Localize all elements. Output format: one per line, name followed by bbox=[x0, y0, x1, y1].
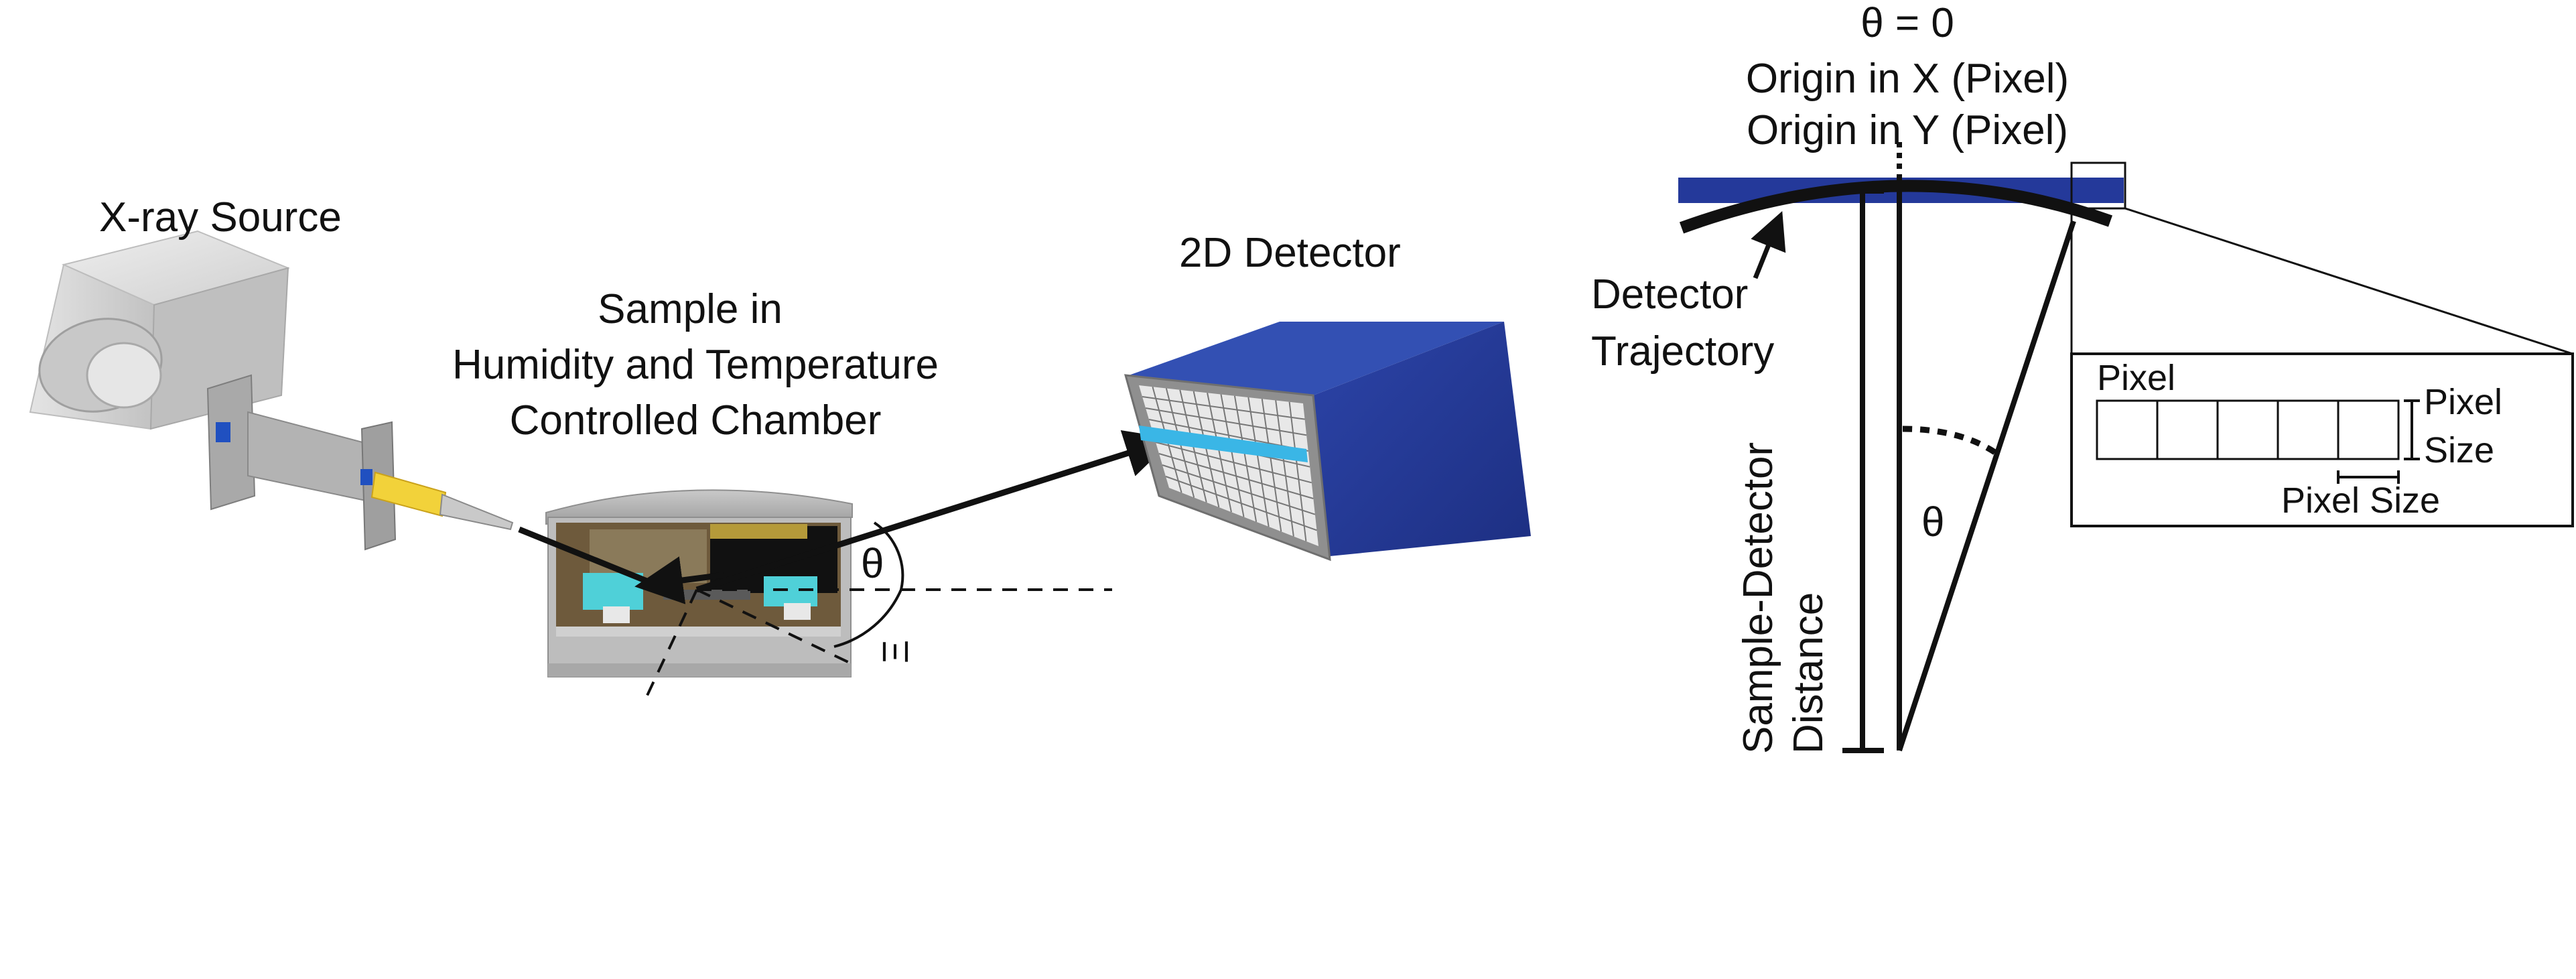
label-pixel: Pixel bbox=[2097, 358, 2175, 398]
xi-arc bbox=[833, 589, 902, 648]
pixel-size-bottom-bracket bbox=[2337, 470, 2400, 484]
detector-2d-side bbox=[1313, 322, 1531, 556]
xray-collimator-yellow bbox=[370, 471, 447, 517]
chamber-lid bbox=[545, 489, 853, 525]
pixel-grid bbox=[2096, 399, 2400, 460]
label-theta-right: θ bbox=[1921, 499, 1944, 545]
detector-2d bbox=[1124, 322, 1531, 562]
theta-arc bbox=[873, 521, 904, 590]
detector-grid-line bbox=[1207, 393, 1232, 513]
trajectory-arrow bbox=[1751, 211, 1786, 279]
detector-2d-top bbox=[1129, 322, 1504, 395]
label-theta: θ bbox=[861, 541, 884, 587]
detector-grid-line bbox=[1165, 476, 1317, 531]
detector-grid-line bbox=[1155, 442, 1312, 484]
detector-grid-line bbox=[1145, 407, 1307, 436]
xray-source-knob-inner bbox=[86, 342, 162, 409]
label-sample-line1: Sample in bbox=[598, 286, 783, 332]
label-sample-detector-distance-line2: Distance bbox=[1785, 592, 1832, 754]
detector-grid-line bbox=[1142, 396, 1305, 420]
xray-source-flange bbox=[206, 374, 256, 511]
label-detector-trajectory-line2: Trajectory bbox=[1591, 328, 1774, 375]
detector-2d-cyan-stripe bbox=[1139, 426, 1308, 462]
xray-source-blue-tab bbox=[216, 422, 230, 442]
tilt-dashed-line-2 bbox=[696, 588, 852, 665]
pixel-size-right-bracket bbox=[2404, 399, 2420, 460]
distance-bracket bbox=[1842, 188, 1884, 753]
xray-source-blue-tab-2 bbox=[360, 469, 372, 485]
label-theta-zero: θ = 0 bbox=[1860, 0, 1954, 46]
theta-ray bbox=[1897, 220, 2076, 752]
chamber-cyan-sample-right bbox=[764, 576, 817, 606]
pixel-inset-frame bbox=[2070, 352, 2574, 527]
label-origin-y: Origin in Y (Pixel) bbox=[1747, 107, 2068, 153]
label-sample-line3: Controlled Chamber bbox=[510, 397, 882, 444]
detector-2d-face bbox=[1139, 385, 1318, 546]
zoom-box bbox=[2070, 161, 2126, 210]
sample-chamber bbox=[545, 489, 853, 677]
label-xi: Ξ bbox=[876, 640, 916, 663]
zoom-line-1 bbox=[2124, 207, 2573, 355]
detector-grid-line bbox=[1275, 400, 1294, 537]
chamber-cyan-sample-left bbox=[583, 573, 643, 610]
detector-grid-line bbox=[1247, 397, 1270, 527]
label-xray-source: X-ray Source bbox=[99, 194, 342, 241]
incident-beam-arrowed bbox=[634, 556, 724, 604]
pixel-cell bbox=[2337, 399, 2400, 460]
label-2d-detector: 2D Detector bbox=[1179, 230, 1401, 276]
xray-source bbox=[29, 230, 514, 551]
label-origin-x: Origin in X (Pixel) bbox=[1746, 56, 2069, 102]
detector-grid-line bbox=[1158, 453, 1314, 499]
label-pixel-size-bottom: Pixel Size bbox=[2281, 480, 2440, 521]
detector-grid-line bbox=[1193, 391, 1220, 508]
label-detector-trajectory-line1: Detector bbox=[1591, 271, 1748, 318]
detector-grid-line bbox=[1220, 394, 1245, 517]
tilt-dashed-line bbox=[645, 589, 698, 698]
label-pixel-size-right-line2: Size bbox=[2424, 430, 2494, 470]
theta-arc-right bbox=[1902, 426, 2002, 458]
detector-grid-line bbox=[1162, 464, 1316, 515]
label-sample-detector-distance-line1: Sample-Detector bbox=[1735, 442, 1781, 754]
xray-collimator-tip bbox=[439, 493, 514, 531]
scattered-beam bbox=[695, 430, 1174, 593]
detector-grid-line bbox=[1233, 395, 1258, 522]
label-pixel-size-right-line1: Pixel bbox=[2424, 382, 2502, 422]
label-sample-line2: Humidity and Temperature bbox=[452, 342, 939, 388]
detector-grid-line bbox=[1288, 401, 1307, 541]
detector-grid-line bbox=[1261, 399, 1282, 532]
xray-source-neck bbox=[247, 411, 376, 504]
